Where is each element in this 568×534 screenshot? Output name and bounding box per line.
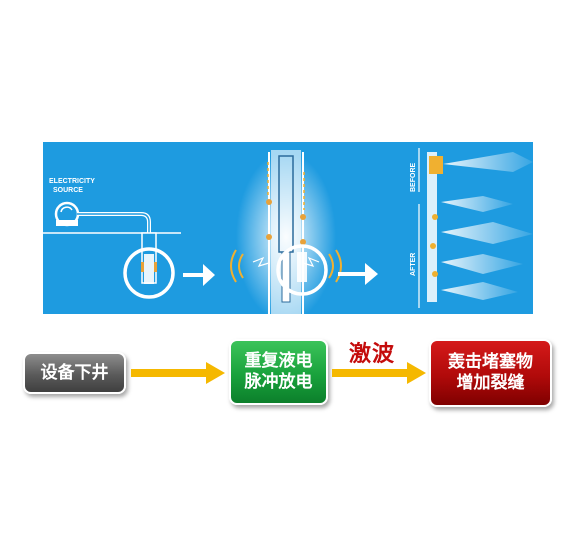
step-label-device-downhole: 设备下井 (40, 362, 109, 383)
step-box-pulse-discharge: 重复液电 脉冲放电 (229, 339, 328, 405)
step-label-result-line2: 增加裂缝 (456, 373, 525, 393)
process-illustration: ELECTRICITY SOURCE (43, 142, 533, 314)
arrow-label-shockwave: 激波 (349, 342, 396, 367)
before-after-comparison: BEFORE AFTER (410, 148, 533, 308)
arrow-icon-2 (338, 263, 378, 285)
source-label-line2: SOURCE (53, 187, 83, 194)
before-label: BEFORE (410, 163, 417, 193)
step-label-result-line1: 轰击堵塞物 (448, 352, 533, 372)
step-label-pulse-discharge-line2: 脉冲放电 (244, 372, 313, 392)
magnifier-circle-2 (276, 244, 328, 296)
step-box-result: 轰击堵塞物 增加裂缝 (429, 339, 552, 407)
step-box-device-downhole: 设备下井 (23, 352, 126, 394)
after-label: AFTER (410, 253, 417, 276)
flow-arrow-2 (332, 362, 426, 384)
flow-arrow-1 (131, 362, 225, 384)
magnifier-circle-1 (123, 247, 175, 299)
step-label-pulse-discharge-line1: 重复液电 (244, 351, 313, 371)
source-label-line1: ELECTRICITY (49, 178, 95, 185)
arrow-icon-1 (183, 264, 215, 286)
discharge-closeup (230, 150, 342, 314)
